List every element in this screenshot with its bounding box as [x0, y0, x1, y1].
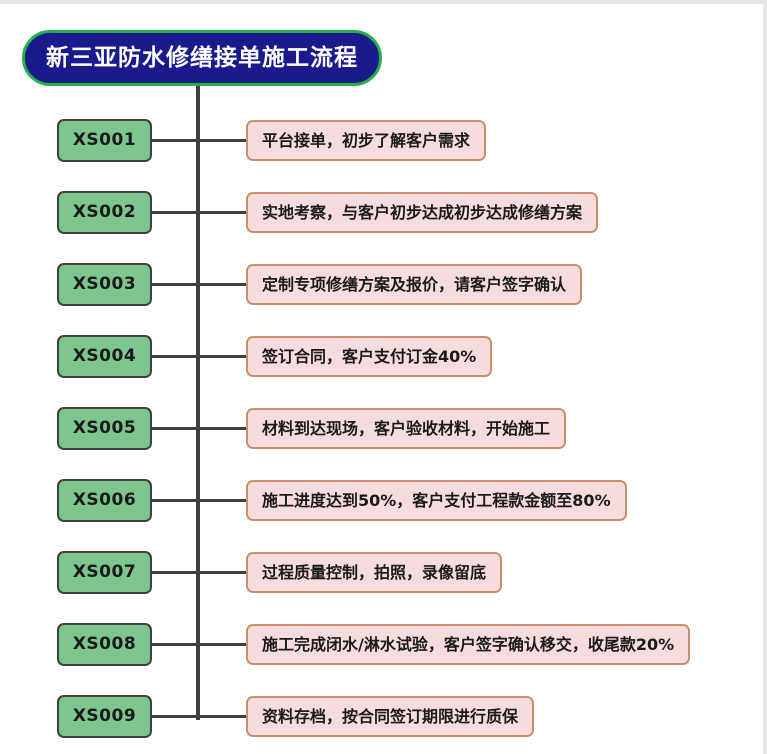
step-desc-box[interactable]: 签订合同，客户支付订金40% [246, 336, 493, 377]
step-id-box[interactable]: XS008 [57, 623, 152, 666]
step-desc-label: 施工完成闭水/淋水试验，客户签字确认移交，收尾款20% [262, 634, 675, 654]
step-desc-box[interactable]: 材料到达现场，客户验收材料，开始施工 [246, 408, 567, 449]
step-id-box[interactable]: XS003 [57, 263, 152, 306]
connector-id-to-trunk [152, 355, 198, 358]
flowchart-title-text: 新三亚防水修缮接单施工流程 [46, 44, 358, 71]
step-desc-box[interactable]: 施工完成闭水/淋水试验，客户签字确认移交，收尾款20% [246, 624, 691, 665]
step-desc-box[interactable]: 资料存档，按合同签订期限进行质保 [246, 696, 535, 737]
step-id-box[interactable]: XS004 [57, 335, 152, 378]
step-desc-label: 资料存档，按合同签订期限进行质保 [262, 706, 519, 726]
trunk-connector-line [196, 86, 200, 720]
step-id-box[interactable]: XS005 [57, 407, 152, 450]
step-desc-label: 实地考察，与客户初步达成初步达成修缮方案 [262, 202, 583, 222]
step-id-label: XS008 [72, 634, 137, 654]
flowchart-title-box: 新三亚防水修缮接单施工流程 [22, 30, 382, 86]
connector-id-to-trunk [152, 427, 198, 430]
connector-trunk-to-desc [198, 499, 248, 502]
step-id-box[interactable]: XS001 [57, 119, 152, 162]
connector-trunk-to-desc [198, 427, 248, 430]
connector-trunk-to-desc [198, 643, 248, 646]
step-desc-label: 施工进度达到50%，客户支付工程款金额至80% [262, 490, 611, 510]
connector-id-to-trunk [152, 643, 198, 646]
step-id-label: XS007 [72, 562, 137, 582]
step-desc-label: 定制专项修缮方案及报价，请客户签字确认 [262, 274, 567, 294]
step-id-label: XS006 [72, 490, 137, 510]
step-id-label: XS001 [72, 130, 137, 150]
step-id-label: XS003 [72, 274, 137, 294]
step-desc-label: 过程质量控制，拍照，录像留底 [262, 562, 487, 582]
step-id-label: XS002 [72, 202, 137, 222]
step-id-box[interactable]: XS009 [57, 695, 152, 738]
connector-id-to-trunk [152, 283, 198, 286]
step-desc-box[interactable]: 施工进度达到50%，客户支付工程款金额至80% [246, 480, 627, 521]
connector-id-to-trunk [152, 499, 198, 502]
step-desc-box[interactable]: 过程质量控制，拍照，录像留底 [246, 552, 503, 593]
step-id-label: XS005 [72, 418, 137, 438]
step-id-label: XS009 [72, 706, 137, 726]
connector-id-to-trunk [152, 715, 198, 718]
connector-trunk-to-desc [198, 571, 248, 574]
step-desc-label: 签订合同，客户支付订金40% [262, 346, 477, 366]
step-desc-label: 平台接单，初步了解客户需求 [262, 130, 471, 150]
connector-id-to-trunk [152, 139, 198, 142]
connector-trunk-to-desc [198, 355, 248, 358]
flowchart-stage: 新三亚防水修缮接单施工流程 XS001 平台接单，初步了解客户需求 XS002 实地考… [0, 4, 763, 754]
step-id-label: XS004 [72, 346, 137, 366]
step-desc-box[interactable]: 平台接单，初步了解客户需求 [246, 120, 487, 161]
connector-trunk-to-desc [198, 715, 248, 718]
step-desc-label: 材料到达现场，客户验收材料，开始施工 [262, 418, 551, 438]
step-id-box[interactable]: XS006 [57, 479, 152, 522]
connector-trunk-to-desc [198, 211, 248, 214]
step-desc-box[interactable]: 定制专项修缮方案及报价，请客户签字确认 [246, 264, 583, 305]
connector-id-to-trunk [152, 571, 198, 574]
connector-trunk-to-desc [198, 139, 248, 142]
connector-id-to-trunk [152, 211, 198, 214]
step-id-box[interactable]: XS007 [57, 551, 152, 594]
connector-trunk-to-desc [198, 283, 248, 286]
step-id-box[interactable]: XS002 [57, 191, 152, 234]
step-desc-box[interactable]: 实地考察，与客户初步达成初步达成修缮方案 [246, 192, 599, 233]
